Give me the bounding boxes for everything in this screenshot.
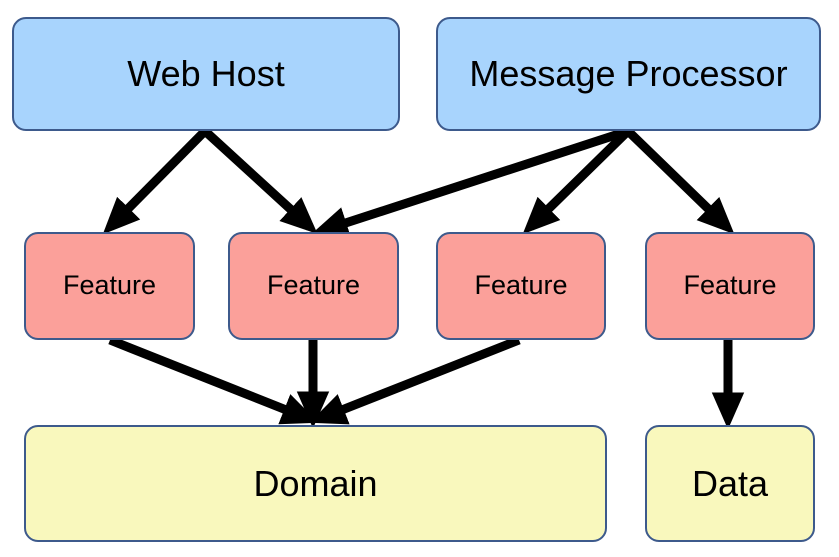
edge-web-host-to-feature-1	[102, 127, 209, 235]
node-message-processor-label: Message Processor	[469, 53, 788, 95]
node-feature-1-label: Feature	[62, 270, 157, 301]
node-message-processor[interactable]: Message Processor	[436, 17, 821, 131]
node-feature-1[interactable]: Feature	[24, 232, 195, 340]
edge-message-processor-to-feature-2	[311, 126, 630, 239]
edge-web-host-to-feature-2	[201, 127, 318, 234]
node-feature-2-label: Feature	[266, 270, 361, 301]
node-feature-3-label: Feature	[474, 270, 568, 301]
node-domain-label: Domain	[253, 462, 378, 504]
node-domain[interactable]: Domain	[24, 425, 607, 542]
node-data[interactable]: Data	[645, 425, 815, 542]
node-feature-4-label: Feature	[683, 270, 777, 301]
edge-feature-1-to-domain	[108, 335, 319, 425]
node-feature-4[interactable]: Feature	[645, 232, 815, 340]
node-web-host[interactable]: Web Host	[12, 17, 400, 131]
edge-message-processor-to-feature-4	[624, 127, 735, 235]
node-feature-3[interactable]: Feature	[436, 232, 606, 340]
node-data-label: Data	[691, 462, 769, 504]
edge-feature-3-to-domain	[309, 335, 521, 425]
edge-message-processor-to-feature-3	[522, 127, 632, 235]
node-web-host-label: Web Host	[127, 53, 285, 95]
node-feature-2[interactable]: Feature	[228, 232, 399, 340]
